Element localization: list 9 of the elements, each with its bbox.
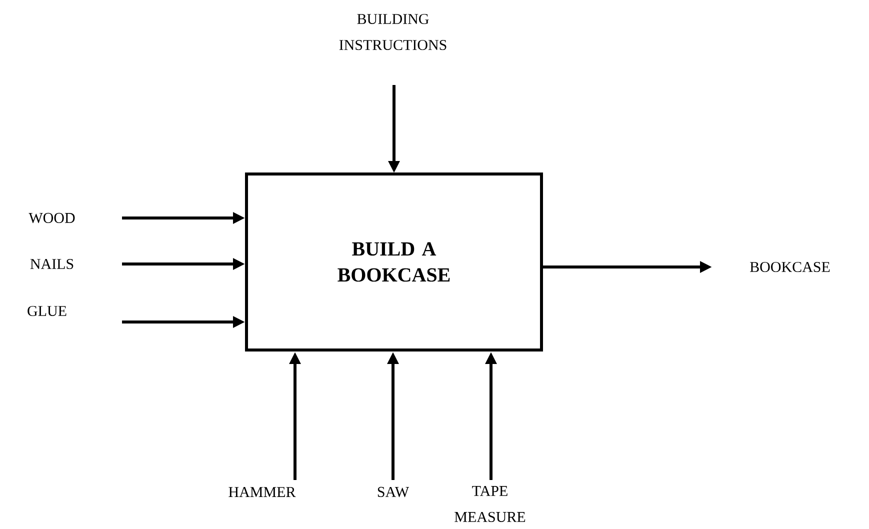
flow-label: NAILS (30, 258, 74, 270)
process-box: BUILD A BOOKCASE (245, 172, 543, 352)
flow-label: HAMMER (228, 487, 296, 497)
flow-label: BOOKCASE (750, 262, 830, 272)
flow-label: TAPE MEASURE (454, 486, 526, 522)
flow-label: BUILDING INSTRUCTIONS (339, 14, 446, 50)
flow-label: WOOD (28, 212, 75, 224)
flow-label: GLUE (28, 306, 66, 316)
flow-label: SAW (378, 486, 410, 498)
